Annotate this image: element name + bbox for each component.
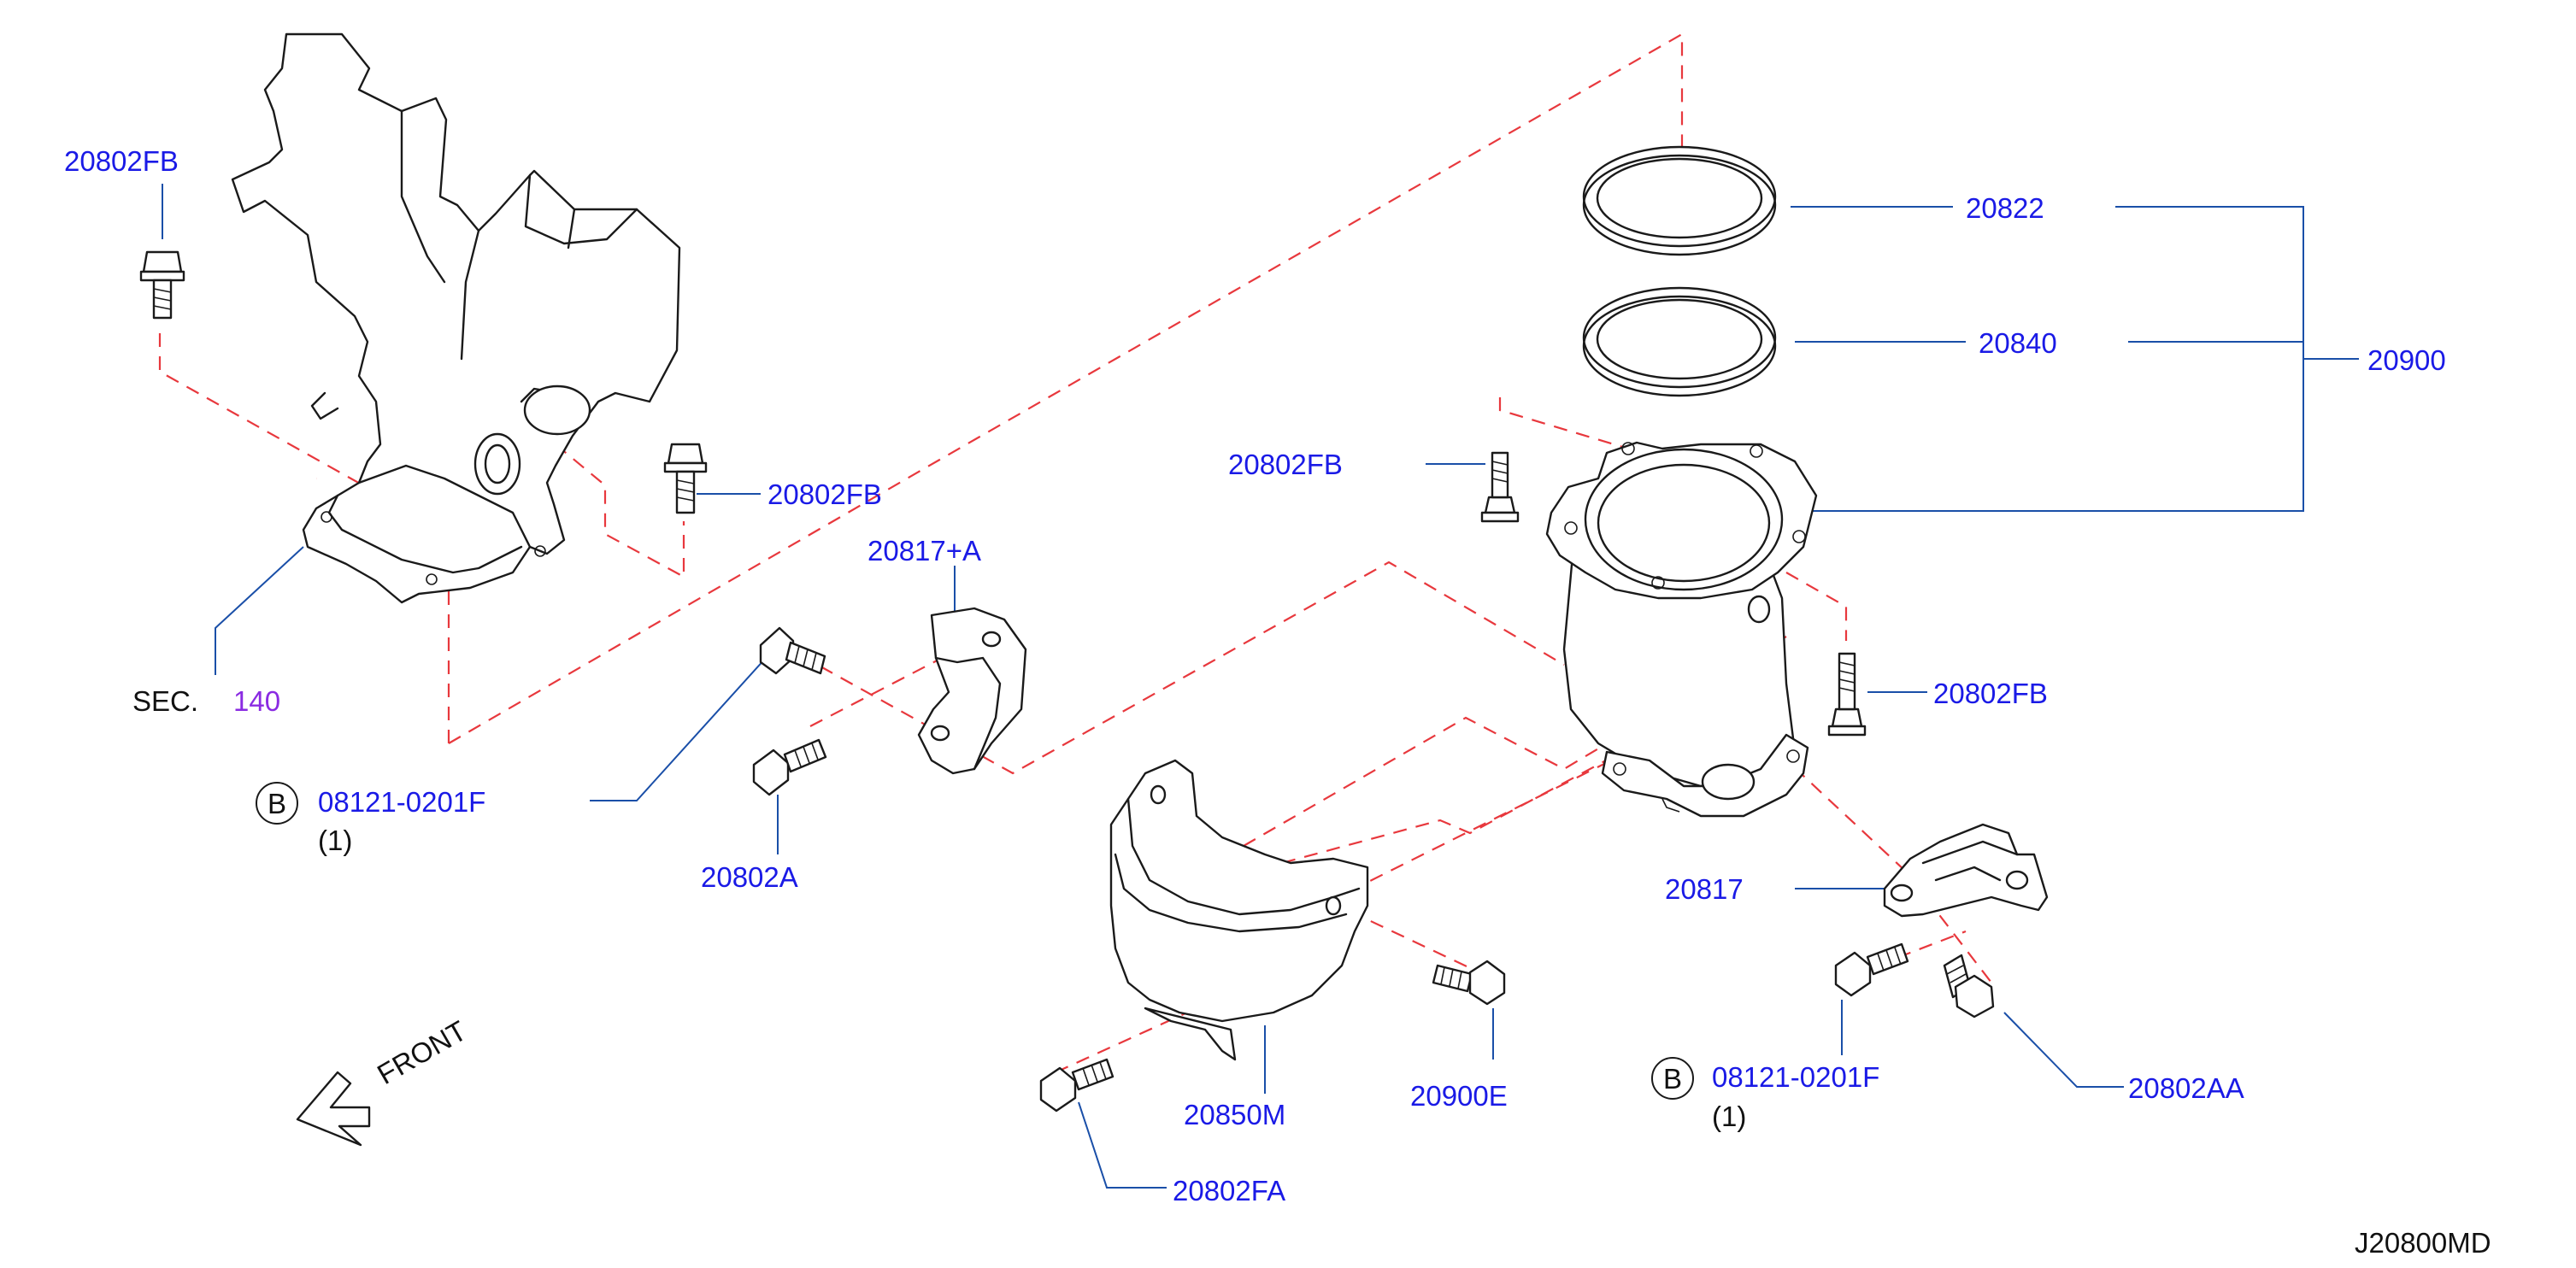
- label-20802fb-topleft: 20802FB: [64, 145, 179, 177]
- label-circle-b-left: B: [268, 788, 286, 819]
- bolt-20802aa: [1943, 954, 1995, 1019]
- bolt-08121-0201f-right: [1834, 942, 1909, 997]
- label-circle-b-right: B: [1663, 1063, 1682, 1095]
- bolt-20802fb-manifold: [663, 443, 708, 514]
- label-20822: 20822: [1966, 192, 2044, 224]
- bolt-20900e: [1432, 960, 1506, 1006]
- label-20850m: 20850M: [1184, 1099, 1285, 1130]
- bolt-20802fb-right: [1480, 451, 1520, 523]
- heat-shield-20850m: [1109, 759, 1369, 1061]
- label-20900: 20900: [2367, 344, 2446, 376]
- bolt-08121-0201f-left: [759, 626, 826, 675]
- front-direction-arrow: [296, 1071, 371, 1147]
- label-20900e: 20900E: [1410, 1080, 1508, 1112]
- label-20802a: 20802A: [701, 861, 798, 893]
- circle-b-right: [1651, 1057, 1694, 1100]
- exhaust-manifold: [231, 32, 681, 604]
- bracket-20817a: [917, 607, 1027, 775]
- label-diagram-id: J20800MD: [2355, 1227, 2491, 1259]
- label-20840: 20840: [1979, 327, 2057, 359]
- label-08121-0201f-left: 08121-0201F: [318, 786, 485, 818]
- label-20817: 20817: [1665, 873, 1744, 905]
- bolt-20802fa: [1039, 1058, 1115, 1112]
- gasket-20840: [1582, 286, 1777, 397]
- label-front: FRONT: [372, 1014, 472, 1090]
- label-qty-right: (1): [1712, 1101, 1746, 1132]
- catalytic-converter-20900: [1545, 441, 1818, 818]
- circle-b-left: [256, 782, 298, 825]
- label-20802fa: 20802FA: [1173, 1175, 1285, 1206]
- leader-lines: [162, 184, 2359, 1189]
- bolt-20802a: [752, 738, 827, 796]
- label-20802fb-lower: 20802FB: [1933, 678, 2048, 709]
- label-20817a: 20817+A: [867, 535, 981, 566]
- bolt-20802fb-lower: [1827, 652, 1867, 737]
- label-20802fb-right: 20802FB: [1228, 449, 1343, 480]
- label-08121-0201f-right: 08121-0201F: [1712, 1061, 1879, 1093]
- label-20802aa: 20802AA: [2128, 1072, 2244, 1104]
- gasket-20822: [1582, 145, 1777, 256]
- label-sec: SEC.: [132, 685, 198, 717]
- label-qty-left: (1): [318, 825, 352, 856]
- label-sec-140: 140: [233, 685, 280, 717]
- bolt-20802fb-topleft: [139, 250, 185, 320]
- label-20802fb-manifold: 20802FB: [768, 478, 882, 510]
- bracket-20817: [1883, 823, 2049, 918]
